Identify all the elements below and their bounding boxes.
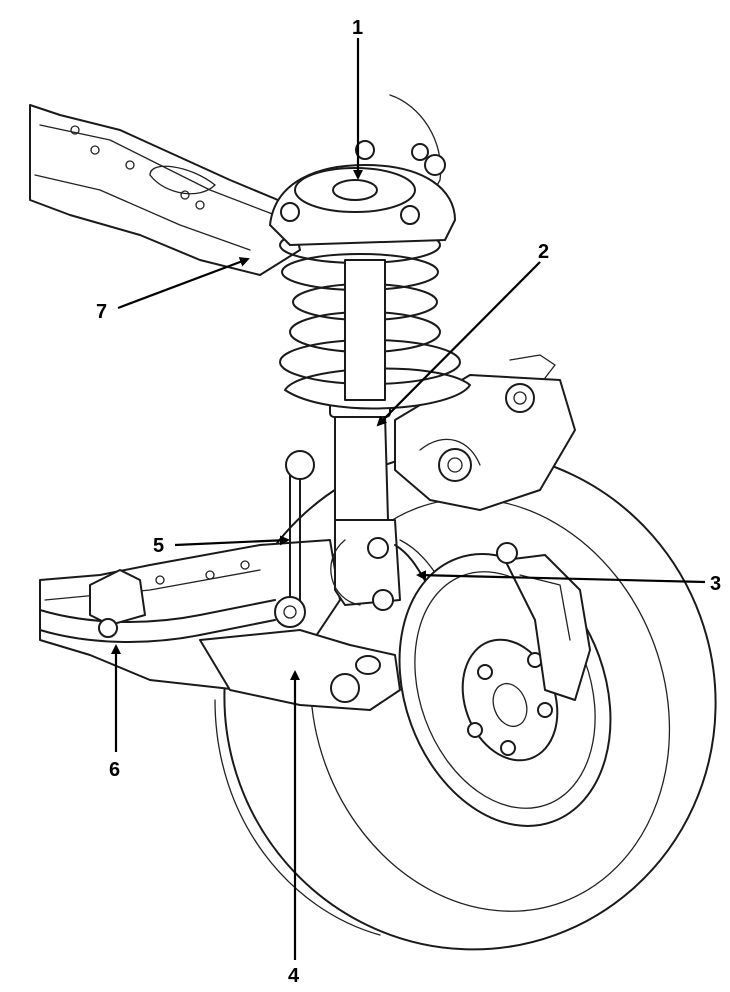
callout-4: 4: [288, 965, 300, 987]
leader-lines: [111, 38, 706, 960]
leader-3: [416, 570, 706, 584]
leader-2: [376, 261, 541, 427]
callout-labels: 1 2 3 4 5 6 7: [96, 17, 721, 987]
upper-body-rail: [29, 94, 442, 276]
stabilizer-link: [274, 450, 315, 628]
strut-top-mount: [269, 140, 456, 246]
leader-5: [174, 535, 290, 547]
callout-6: 6: [109, 759, 120, 781]
shock-absorber: [329, 394, 401, 611]
knuckle-upper: [394, 354, 576, 511]
leader-7: [117, 257, 250, 310]
lower-control-arm: [199, 629, 401, 711]
callout-7: 7: [96, 301, 107, 323]
coil-spring: [279, 226, 471, 410]
callout-2: 2: [538, 241, 549, 263]
brake-disc: [398, 553, 612, 827]
brake-caliper: [496, 542, 591, 701]
callout-3: 3: [710, 573, 721, 595]
stabilizer-bar: [39, 569, 276, 643]
callout-5: 5: [153, 535, 164, 557]
callout-1: 1: [352, 17, 363, 39]
